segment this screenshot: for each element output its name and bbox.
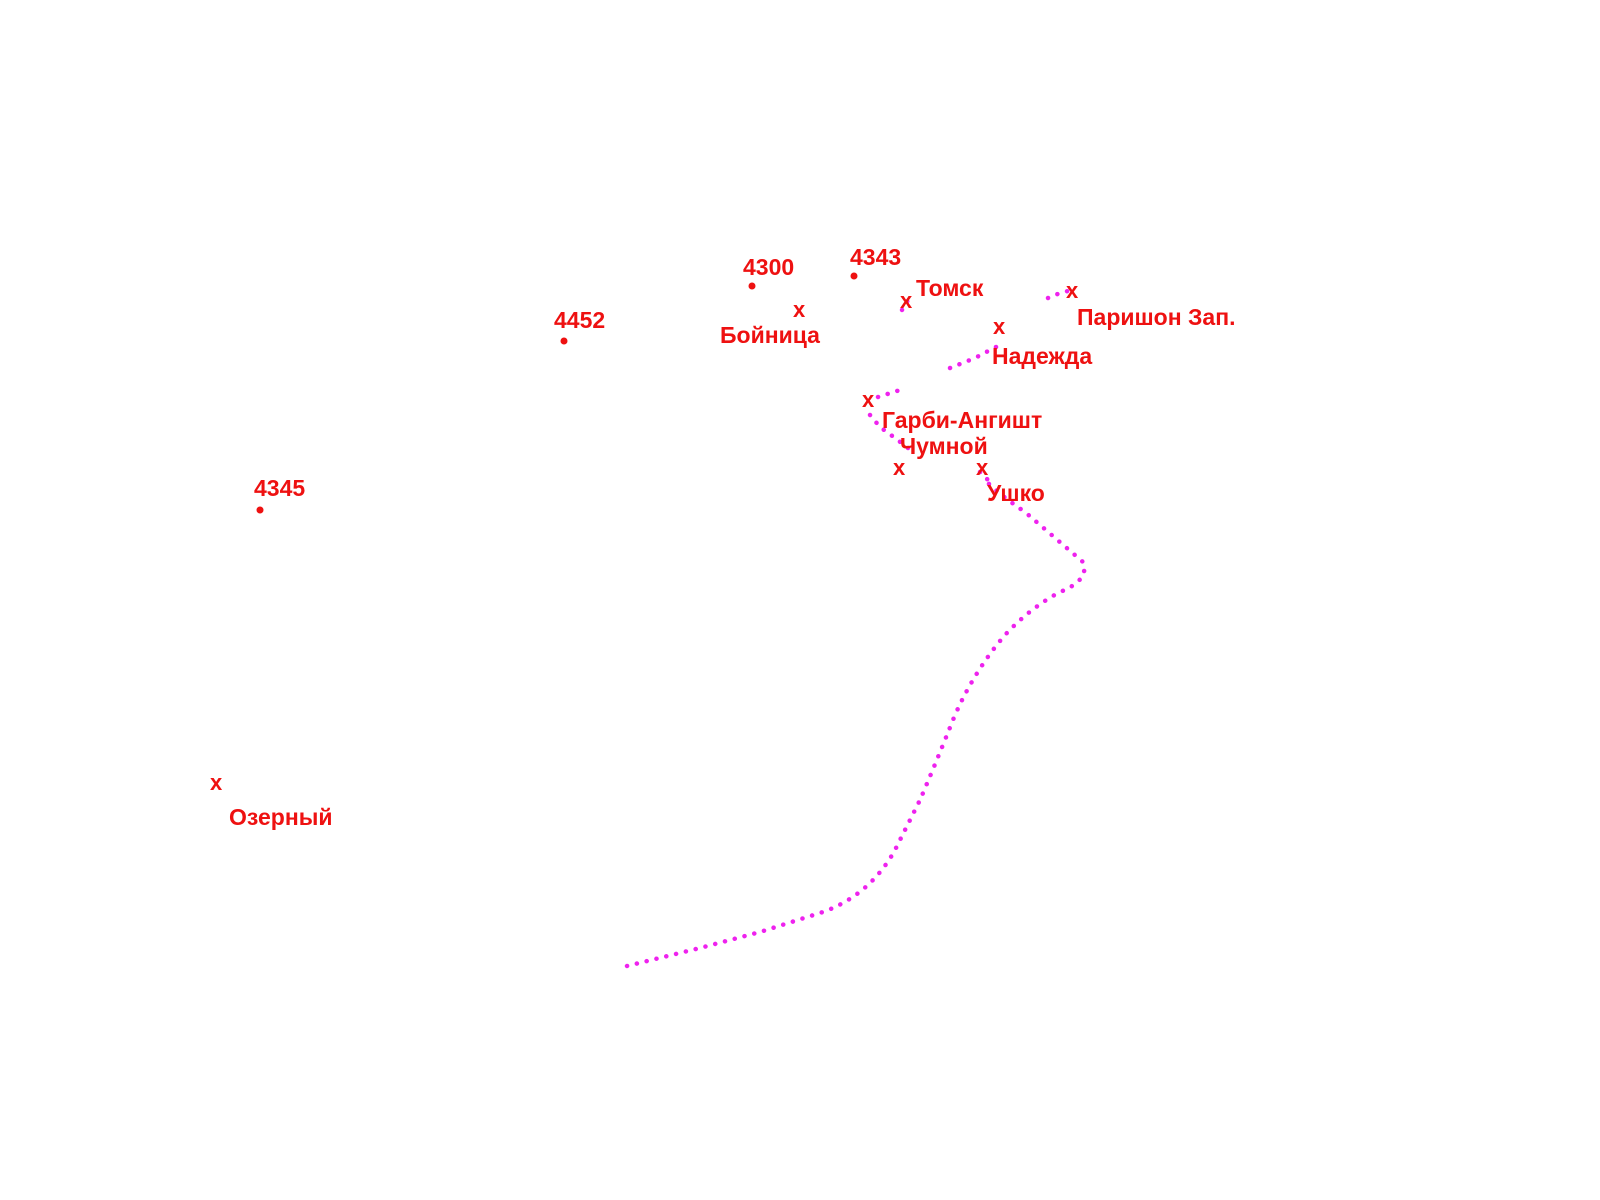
settlement-marker-x-icon: x (862, 387, 875, 412)
settlement-marker-x-icon: x (210, 770, 223, 795)
settlement-label: Бойница (720, 322, 820, 348)
route-layer (624, 287, 1087, 969)
settlement-marker-x-icon: x (793, 297, 806, 322)
settlement-marker-x-icon: x (893, 455, 906, 480)
route-nadezhda-spur (947, 342, 1003, 371)
settlement-label: Гарби-Ангишт (882, 407, 1042, 433)
settlement-label: Томск (916, 275, 984, 301)
elevation-label: 4343 (850, 244, 901, 270)
elevation-points: 4300 4343 4452 4345 (254, 244, 901, 514)
elevation-label: 4300 (743, 254, 794, 280)
settlement-marker-x-icon: x (900, 288, 913, 313)
elevation-dot (748, 282, 756, 290)
route-main (624, 479, 1087, 969)
route-parishon-spur (1045, 287, 1075, 301)
elevation-label: 4345 (254, 475, 305, 501)
settlement-marker-x-icon: x (993, 314, 1006, 339)
elevation-label: 4452 (554, 307, 605, 333)
settlements: x Бойница x Томск x Паришон Зап. x Надеж… (210, 275, 1236, 830)
route-chumnoy-branch (977, 469, 991, 483)
route-garbi-branch (867, 387, 911, 451)
settlement-marker-x-icon: x (1066, 278, 1079, 303)
route-tomsk-spur (899, 297, 911, 313)
settlement-label: Надежда (992, 343, 1092, 369)
elevation-dot (560, 337, 568, 345)
settlement-label: Паришон Зап. (1077, 304, 1236, 330)
settlement-label: Озерный (229, 804, 333, 830)
elevation-dot (256, 506, 264, 514)
settlement-marker-x-icon: x (976, 455, 989, 480)
settlement-label: Ушко (987, 480, 1045, 506)
elevation-dot (850, 272, 858, 280)
settlement-label: Чумной (900, 433, 988, 459)
